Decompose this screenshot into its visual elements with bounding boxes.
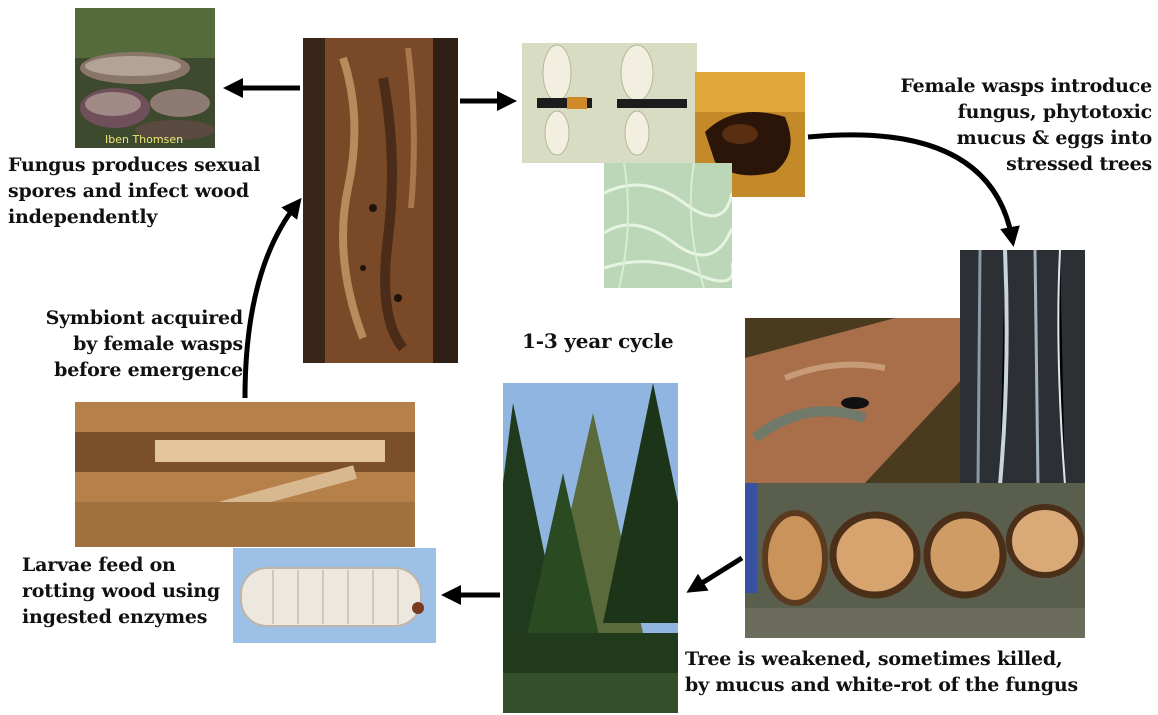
larva-photo [233,548,436,643]
pine-trees-photo [503,383,678,713]
label-wasps-introduce: Female wasps introduce fungus, phytotoxi… [900,73,1152,177]
larva-tunnel-photo [75,402,415,547]
mucus-bark-photo [960,250,1085,485]
label-tree-weakened: Tree is weakened, sometimes killed, by m… [685,646,1078,698]
wasps-photo [522,43,697,163]
hyphae-photo [604,163,732,288]
cycle-label: 1-3 year cycle [522,328,673,354]
log-ends-photo [745,483,1085,638]
arrow-to-pine-trees [694,558,742,588]
label-symbiont: Symbiont acquired by female wasps before… [28,305,243,383]
arrow-to-wood [245,205,296,398]
wood-gallery-photo [303,38,458,363]
label-larvae: Larvae feed on rotting wood using ingest… [22,552,220,630]
label-fungus-spores: Fungus produces sexual spores and infect… [8,152,260,230]
photo-credit: Iben Thomsen [105,133,183,146]
wasp-on-bark-photo [745,318,963,483]
bracket-fungus-photo: Iben Thomsen [75,8,215,148]
